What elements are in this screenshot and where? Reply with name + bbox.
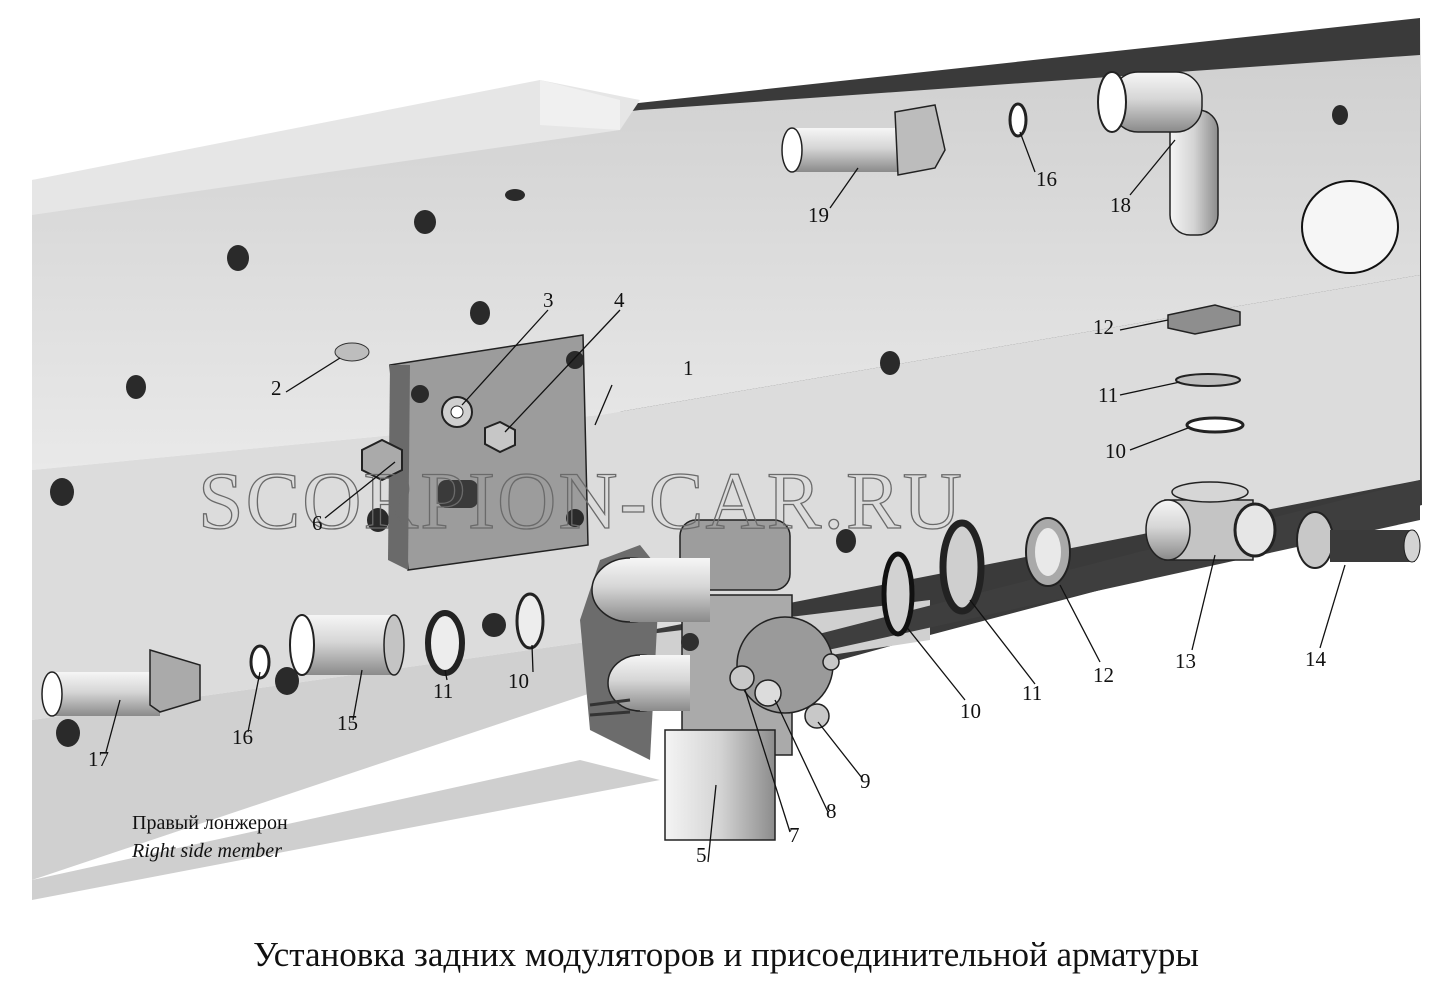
ring-11-bottom xyxy=(425,610,465,676)
callout-10-bottom: 10 xyxy=(508,669,529,693)
callout-18: 18 xyxy=(1110,193,1131,217)
tee-13 xyxy=(1145,481,1277,561)
callout-11-top: 11 xyxy=(1098,383,1118,407)
callouts: 1 2 3 4 6 5 7 8 9 10 11 12 13 14 15 16 1… xyxy=(88,167,1327,867)
callout-3: 3 xyxy=(543,288,554,312)
callout-11-bottom: 11 xyxy=(433,679,453,703)
member-label-ru: Правый лонжерон xyxy=(132,812,288,834)
large-frame-hole xyxy=(1301,180,1399,274)
adapter-15 xyxy=(289,614,405,676)
callout-16-bottom: 16 xyxy=(232,725,253,749)
bracket-1 xyxy=(388,334,589,571)
callout-4: 4 xyxy=(614,288,625,312)
tube-17 xyxy=(41,648,201,717)
callout-16-top: 16 xyxy=(1036,167,1057,191)
elbow-18 xyxy=(1097,71,1219,236)
nut-12-top xyxy=(1167,304,1241,335)
callout-17: 17 xyxy=(88,747,109,771)
member-label-en: Right side member xyxy=(131,840,282,862)
ring-16-bottom xyxy=(249,644,271,680)
nut-12-right xyxy=(1025,517,1071,587)
callout-19: 19 xyxy=(808,203,829,227)
modulator-5 xyxy=(580,519,840,841)
leader-lines xyxy=(105,131,1346,863)
watermark: SCORPION-CAR.RU xyxy=(198,455,964,546)
seal-10-top xyxy=(1185,416,1245,434)
callout-14: 14 xyxy=(1305,647,1327,671)
seal-10-bottom xyxy=(515,592,545,650)
callout-10-top: 10 xyxy=(1105,439,1126,463)
ring-16-top xyxy=(1008,102,1028,138)
callout-1: 1 xyxy=(683,356,694,380)
ring-11-right xyxy=(939,519,985,615)
figure-caption: Установка задних модуляторов и присоедин… xyxy=(253,935,1199,974)
bolt-6 xyxy=(361,438,478,508)
callout-11-right: 11 xyxy=(1022,681,1042,705)
callout-13: 13 xyxy=(1175,649,1196,673)
callout-12-top: 12 xyxy=(1093,315,1114,339)
bolt-2 xyxy=(334,342,370,362)
washer-3 xyxy=(441,396,473,428)
callout-8: 8 xyxy=(826,799,837,823)
callout-12-right: 12 xyxy=(1093,663,1114,687)
frame-holes xyxy=(50,105,1348,747)
tube-19 xyxy=(781,104,946,176)
callout-7: 7 xyxy=(789,823,800,847)
seal-10-right xyxy=(881,551,915,637)
callout-2: 2 xyxy=(271,376,282,400)
ring-11-top xyxy=(1175,373,1241,387)
callout-10-right: 10 xyxy=(960,699,981,723)
callout-15: 15 xyxy=(337,711,358,735)
callout-9: 9 xyxy=(860,769,871,793)
callout-5: 5 xyxy=(696,843,707,867)
fitting-14 xyxy=(1296,511,1421,569)
callout-6: 6 xyxy=(312,511,323,535)
